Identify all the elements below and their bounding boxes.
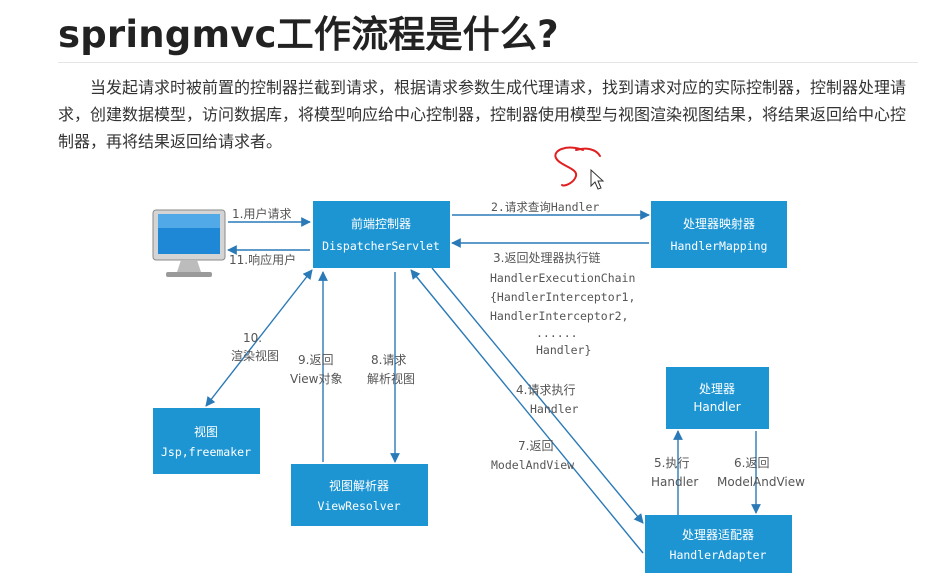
title-divider bbox=[58, 62, 918, 63]
node-adapter-sub: HandlerAdapter bbox=[670, 548, 767, 562]
node-view-name: 视图 bbox=[194, 424, 218, 439]
edge-7-line bbox=[410, 269, 644, 554]
edge-10-label-line-1: 10. bbox=[243, 331, 262, 345]
node-handler: 处理器 Handler bbox=[666, 367, 769, 429]
edge-11-label: 11.响应用户 bbox=[229, 252, 296, 267]
edge-10-line bbox=[205, 269, 313, 407]
node-resolver: 视图解析器 ViewResolver bbox=[291, 464, 428, 526]
node-dispatcher: 前端控制器 DispatcherServlet bbox=[313, 201, 450, 268]
node-resolver-sub: ViewResolver bbox=[317, 499, 400, 513]
node-view: 视图 Jsp,freemaker bbox=[153, 408, 260, 474]
edge-8-label-line-1: 8.请求 bbox=[371, 353, 406, 367]
edge-3-label-line-2: HandlerExecutionChain bbox=[490, 271, 635, 285]
node-handler-name: 处理器 bbox=[699, 382, 735, 396]
page-title: springmvc工作流程是什么? bbox=[58, 13, 559, 56]
edge-4-label-line-2: Handler bbox=[530, 402, 579, 416]
edge-5-label-line-2: Handler bbox=[651, 475, 698, 489]
red-annotation-scribble bbox=[554, 146, 601, 187]
edge-1-label: 1.用户请求 bbox=[232, 206, 291, 221]
edge-8-label-line-2: 解析视图 bbox=[367, 371, 415, 386]
node-resolver-name: 视图解析器 bbox=[329, 478, 389, 493]
intro-paragraph: 当发起请求时被前置的控制器拦截到请求，根据请求参数生成代理请求，找到请求对应的实… bbox=[58, 78, 907, 151]
node-dispatcher-name: 前端控制器 bbox=[351, 216, 411, 231]
edge-5-label-line-1: 5.执行 bbox=[654, 456, 689, 470]
edge-2-label: 2.请求查询Handler bbox=[491, 200, 599, 214]
mouse-cursor-icon bbox=[590, 168, 605, 190]
edge-3-label-line-6: Handler} bbox=[536, 343, 591, 357]
node-mapping-sub: HandlerMapping bbox=[671, 239, 768, 253]
edge-4-label-line-1: 4.请求执行 bbox=[516, 383, 575, 397]
node-mapping: 处理器映射器 HandlerMapping bbox=[651, 201, 787, 268]
edge-7-label-line-2: ModelAndView bbox=[491, 458, 574, 472]
edge-3-label-line-5: ...... bbox=[536, 326, 578, 340]
node-mapping-name: 处理器映射器 bbox=[683, 216, 755, 231]
edge-3-label-line-1: 3.返回处理器执行链 bbox=[493, 250, 600, 265]
edge-lines bbox=[205, 210, 761, 554]
node-adapter-name: 处理器适配器 bbox=[682, 528, 754, 542]
edge-10-label-line-2: 渲染视图 bbox=[231, 348, 279, 363]
edge-9-label-line-1: 9.返回 bbox=[298, 353, 333, 367]
edge-9-label-line-2: View对象 bbox=[290, 372, 342, 386]
edge-3-label-line-3: {HandlerInterceptor1, bbox=[490, 290, 635, 304]
edge-4-line bbox=[431, 267, 644, 524]
node-dispatcher-sub: DispatcherServlet bbox=[322, 239, 440, 253]
monitor-icon bbox=[152, 209, 226, 277]
node-handler-sub: Handler bbox=[693, 400, 740, 414]
edge-3-label-line-4: HandlerInterceptor2, bbox=[490, 309, 628, 323]
edge-6-label-line-2: ModelAndView bbox=[717, 475, 805, 489]
edge-6-label-line-1: 6.返回 bbox=[734, 456, 769, 470]
node-adapter: 处理器适配器 HandlerAdapter bbox=[645, 515, 792, 573]
edge-7-label-line-1: 7.返回 bbox=[518, 439, 553, 453]
node-view-sub: Jsp,freemaker bbox=[161, 445, 251, 459]
